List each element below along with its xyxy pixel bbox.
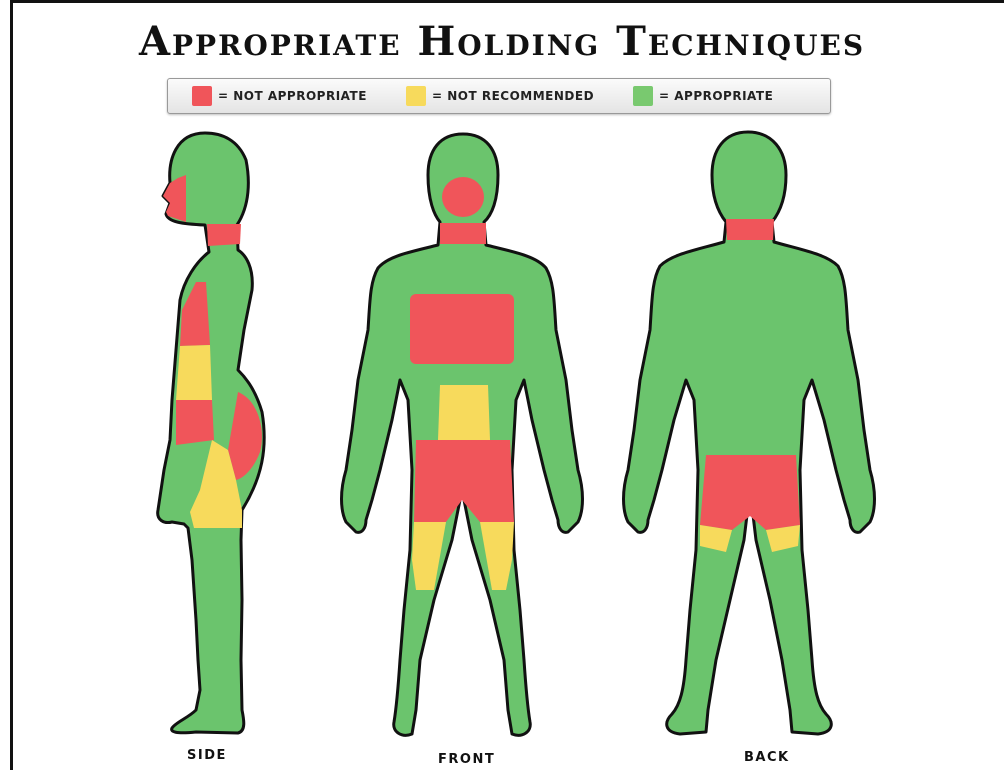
front-abdomen-zone [438,385,490,440]
back-neck-zone [726,219,774,240]
back-buttock-zone [700,455,800,530]
front-face-zone [442,177,484,217]
front-groin-zone [414,440,514,522]
back-view-label: BACK [744,750,790,765]
front-neck-zone [440,223,486,244]
front-view-figure [342,134,583,735]
side-view-label: SIDE [187,748,227,763]
side-neck-zone [207,224,241,246]
front-view-label: FRONT [438,752,495,767]
side-abdomen-zone [176,345,212,400]
back-view-figure [624,132,875,734]
side-hip-zone [176,400,214,445]
side-view-figure [158,133,265,733]
front-chest-zone [410,294,514,364]
